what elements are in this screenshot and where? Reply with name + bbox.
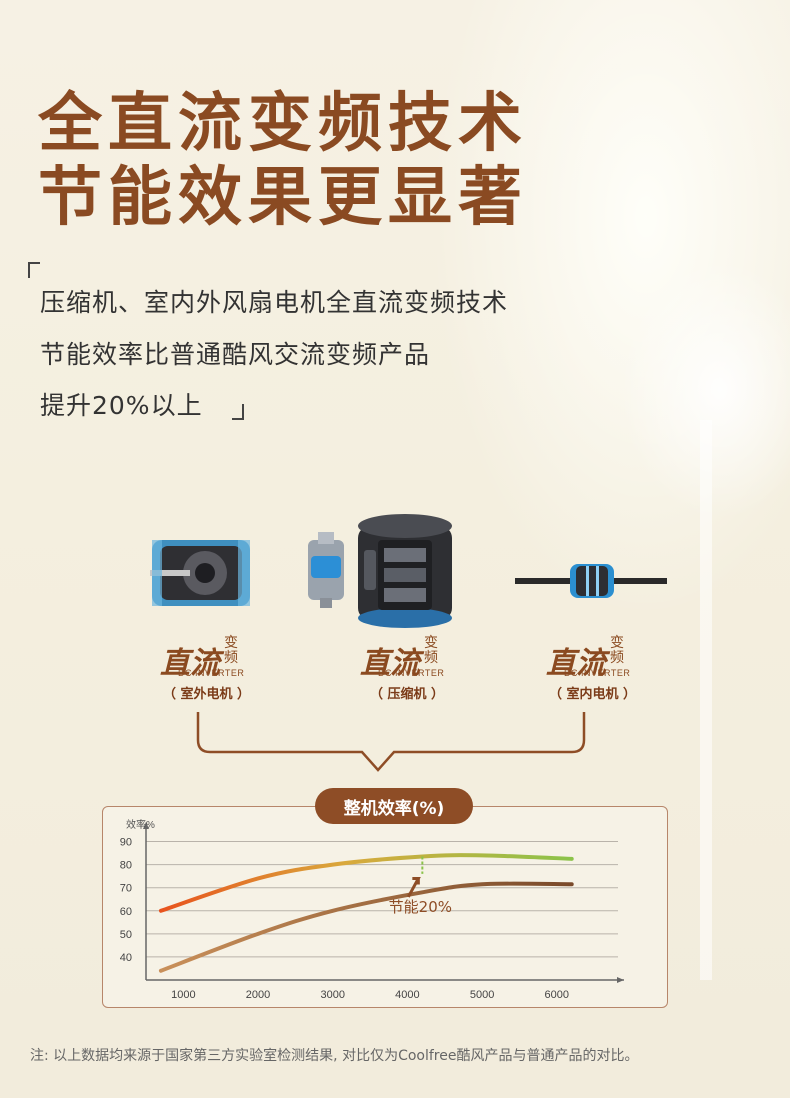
badge-bianpin-text: 变频 (424, 635, 438, 666)
caption-outdoor-motor: （ 室外电机 ） (163, 687, 251, 702)
indoor-motor-image (515, 564, 667, 598)
badge-dc-inverter-text: DC INVERTER (178, 668, 245, 678)
y-axis-arrow (143, 822, 149, 829)
dc-inverter-badge: 直流 变频 DC INVERTER (160, 635, 270, 694)
headline-line-1: 全直流变频技术 (38, 86, 528, 161)
badge-dc-inverter-text: DC INVERTER (564, 668, 631, 678)
x-tick-label: 1000 (171, 989, 195, 1001)
annotation-label: 节能20% (389, 898, 452, 916)
chart-frame (102, 806, 668, 1008)
compressor-rotor-image (308, 532, 344, 608)
quote-open-bracket (28, 262, 40, 278)
caption-indoor-motor: （ 室内电机 ） (549, 687, 637, 702)
footnote: 注: 以上数据均来源于国家第三方实验室检测结果, 对比仅为Coolfree酷风产… (30, 1048, 639, 1064)
x-tick-label: 6000 (545, 989, 569, 1001)
badge-bianpin-text: 变频 (610, 635, 624, 666)
compressor-image (358, 514, 452, 628)
badge-zhiliu-text: 直流 (360, 646, 420, 681)
dc-inverter-badge: 直流 变频 DC INVERTER (546, 635, 656, 694)
series-line-high-efficiency (158, 853, 574, 913)
y-tick-label: 80 (120, 860, 132, 872)
series-line-normal (158, 881, 574, 973)
badge-zhiliu-text: 直流 (546, 646, 606, 681)
caption-compressor: （ 压缩机 ） (370, 687, 445, 702)
x-axis-arrow (617, 977, 624, 983)
description-line-2: 节能效率比普通酷风交流变频产品 (40, 340, 431, 369)
y-tick-label: 50 (120, 929, 132, 941)
description-line-1: 压缩机、室内外风扇电机全直流变频技术 (40, 288, 509, 317)
dc-inverter-badge: 直流 变频 DC INVERTER (360, 635, 470, 694)
y-axis-label: 效率% (126, 818, 155, 831)
quote-close-bracket (232, 404, 244, 420)
x-tick-label: 3000 (320, 989, 344, 1001)
x-tick-label: 2000 (246, 989, 270, 1001)
badge-zhiliu-text: 直流 (160, 646, 220, 681)
badge-bianpin-text: 变频 (224, 635, 238, 666)
description-line-3: 提升20%以上 (40, 391, 203, 420)
y-tick-label: 40 (120, 952, 132, 964)
annotation-arrow (407, 876, 421, 898)
x-tick-label: 4000 (395, 989, 419, 1001)
badge-dc-inverter-text: DC INVERTER (378, 668, 445, 678)
y-tick-label: 60 (120, 906, 132, 918)
x-tick-label: 5000 (470, 989, 494, 1001)
y-tick-label: 90 (120, 837, 132, 849)
y-tick-label: 70 (120, 883, 132, 895)
background-lamp-pole (700, 420, 712, 980)
brace-connector (196, 712, 586, 772)
headline-line-2: 节能效果更显著 (38, 160, 528, 235)
chart-title-pill: 整机效率(%) (315, 788, 473, 824)
outdoor-motor-image (150, 540, 250, 606)
